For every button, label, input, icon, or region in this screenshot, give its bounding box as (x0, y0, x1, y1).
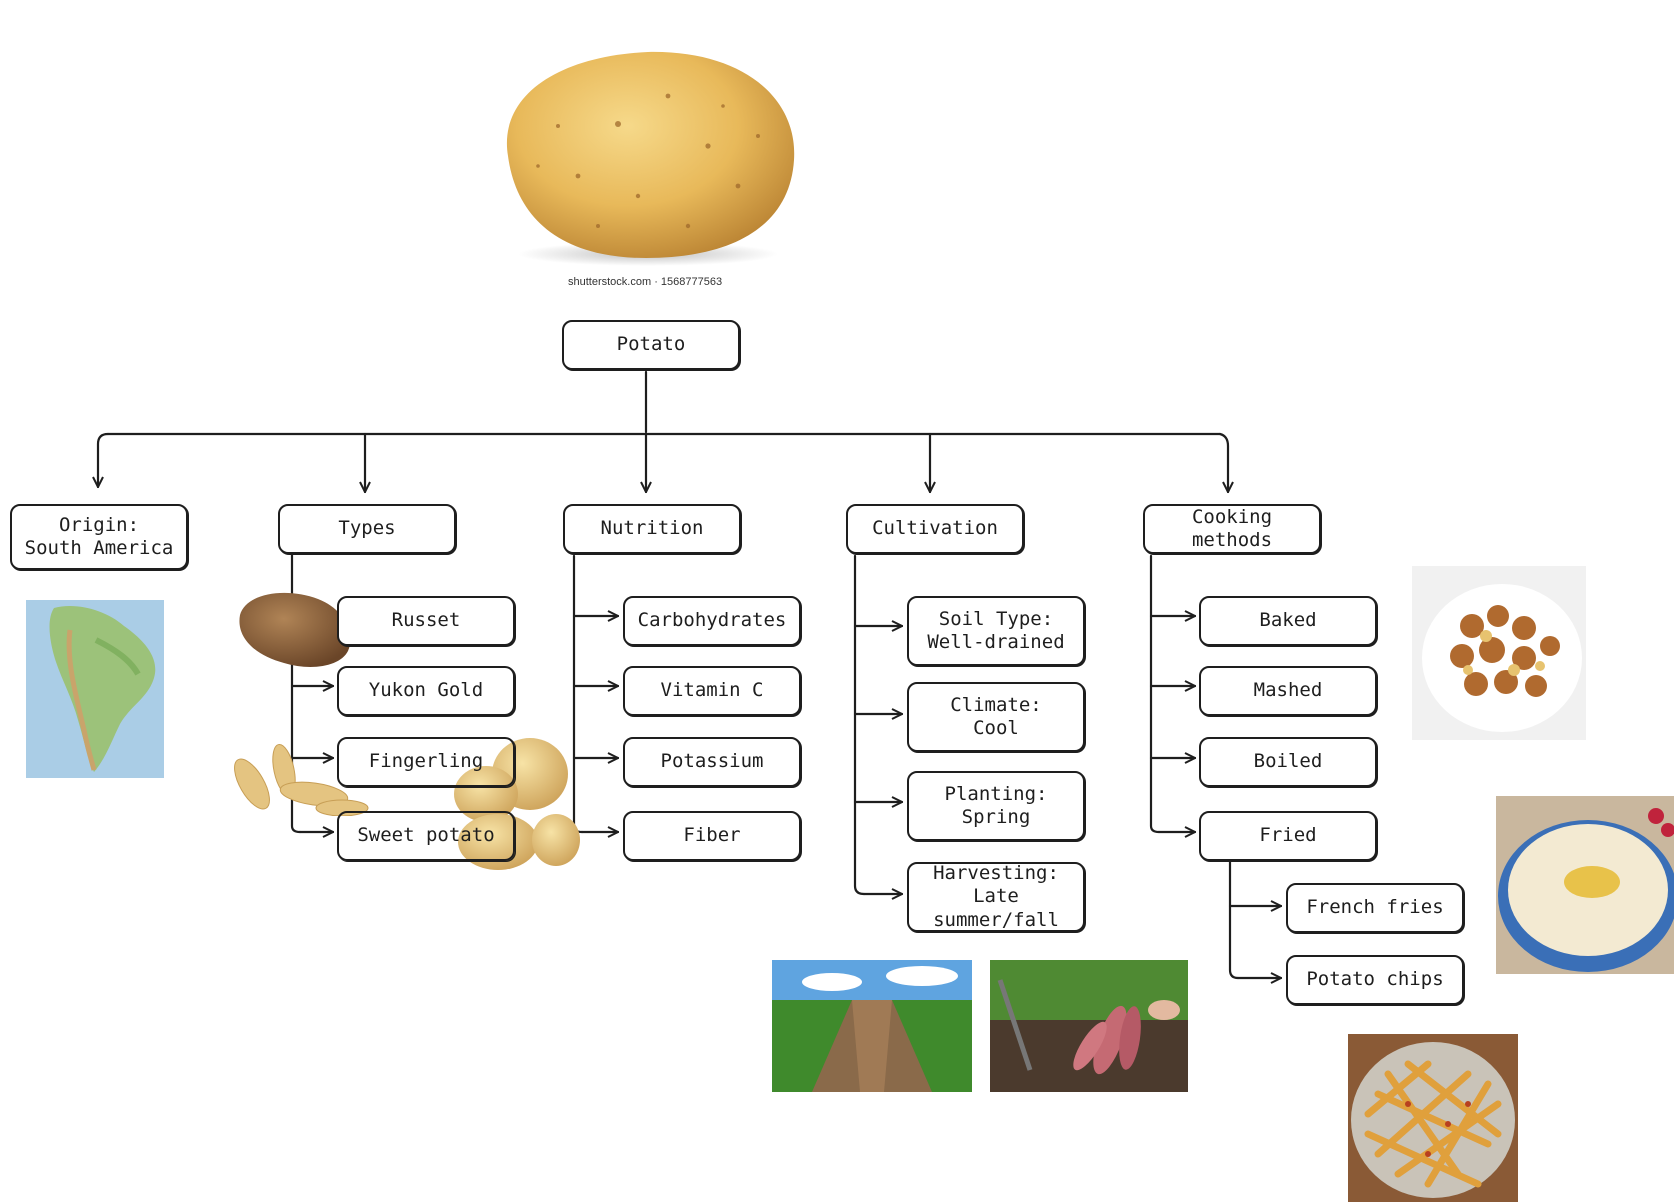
arrow-to-cooking (1218, 432, 1228, 494)
yukon-gold-photo (446, 734, 582, 874)
node-nutrition-fiber[interactable]: Fiber (623, 811, 801, 861)
node-cooking-mashed[interactable]: Mashed (1199, 666, 1377, 716)
node-type-sweet-potato[interactable]: Sweet potato (337, 811, 515, 861)
node-fried-potato-chips[interactable]: Potato chips (1286, 955, 1464, 1005)
node-nutrition-vitamin-c[interactable]: Vitamin C (623, 666, 801, 716)
node-potato[interactable]: Potato (562, 320, 740, 370)
node-cooking-boiled[interactable]: Boiled (1199, 737, 1377, 787)
baked-potatoes-photo (1412, 566, 1586, 740)
node-cultivation-soil[interactable]: Soil Type: Well-drained (907, 596, 1085, 666)
node-cultivation[interactable]: Cultivation (846, 504, 1024, 554)
fried-spine (1228, 858, 1240, 980)
cooking-spine (1149, 554, 1161, 834)
branch-bar (98, 432, 110, 489)
node-cooking-fried[interactable]: Fried (1199, 811, 1377, 861)
node-cooking-methods[interactable]: Cooking methods (1143, 504, 1321, 554)
node-cultivation-planting[interactable]: Planting: Spring (907, 771, 1085, 841)
node-nutrition-carbohydrates[interactable]: Carbohydrates (623, 596, 801, 646)
fingerling-photo (222, 740, 372, 816)
potato-photo (478, 36, 816, 268)
russet-photo (236, 585, 356, 671)
french-fries-photo (1348, 1034, 1518, 1202)
potato-field-photo (772, 960, 972, 1092)
node-nutrition[interactable]: Nutrition (563, 504, 741, 554)
node-types[interactable]: Types (278, 504, 456, 554)
node-origin[interactable]: Origin: South America (10, 504, 188, 570)
cultivation-spine (853, 554, 866, 896)
node-cooking-baked[interactable]: Baked (1199, 596, 1377, 646)
node-type-yukon-gold[interactable]: Yukon Gold (337, 666, 515, 716)
sweet-potato-harvest-photo (990, 960, 1188, 1092)
south-america-map (26, 600, 164, 778)
node-cultivation-climate[interactable]: Climate: Cool (907, 682, 1085, 752)
mashed-potatoes-photo (1496, 796, 1674, 974)
node-nutrition-potassium[interactable]: Potassium (623, 737, 801, 787)
node-fried-french-fries[interactable]: French fries (1286, 883, 1464, 933)
image-credit: shutterstock.com · 1568777563 (568, 276, 723, 288)
node-type-russet[interactable]: Russet (337, 596, 515, 646)
node-type-fingerling[interactable]: Fingerling (337, 737, 515, 787)
node-cultivation-harvesting[interactable]: Harvesting: Late summer/fall (907, 862, 1085, 932)
